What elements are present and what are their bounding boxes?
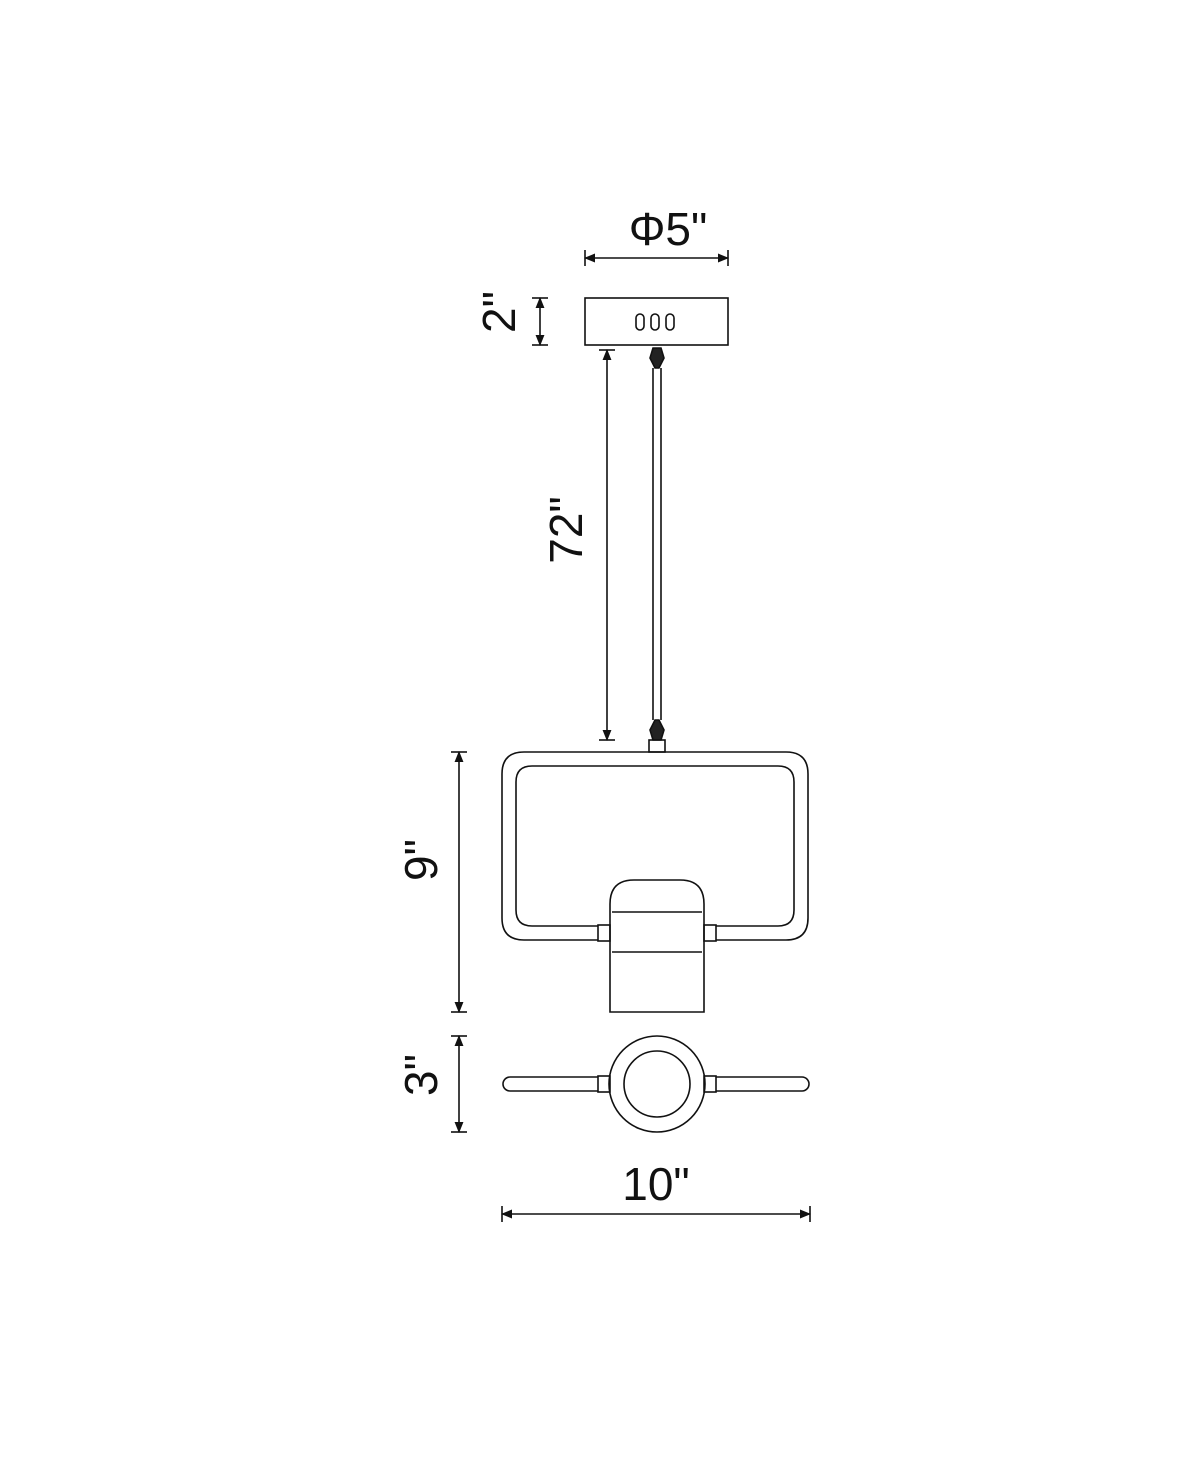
fixture-height-dimension xyxy=(451,750,467,1014)
canopy-diameter-dimension xyxy=(583,250,730,266)
canopy-height-dimension xyxy=(532,296,548,347)
fixture-bottom-view xyxy=(502,1035,810,1133)
canopy-diameter-label: Φ5" xyxy=(629,203,708,255)
fixture-depth-dimension xyxy=(451,1034,467,1134)
fixture-width-label: 10" xyxy=(622,1158,690,1210)
fixture-depth-label: 3" xyxy=(395,1054,447,1096)
fixture-height-label: 9" xyxy=(395,839,447,881)
fixture-front-view xyxy=(501,751,809,1013)
suspension-cable xyxy=(648,347,666,753)
canopy-height-label: 2" xyxy=(473,291,525,333)
fixture-width-dimension xyxy=(500,1206,812,1222)
canopy xyxy=(584,297,729,346)
cable-length-label: 72" xyxy=(540,496,592,564)
cable-length-dimension xyxy=(599,348,615,742)
